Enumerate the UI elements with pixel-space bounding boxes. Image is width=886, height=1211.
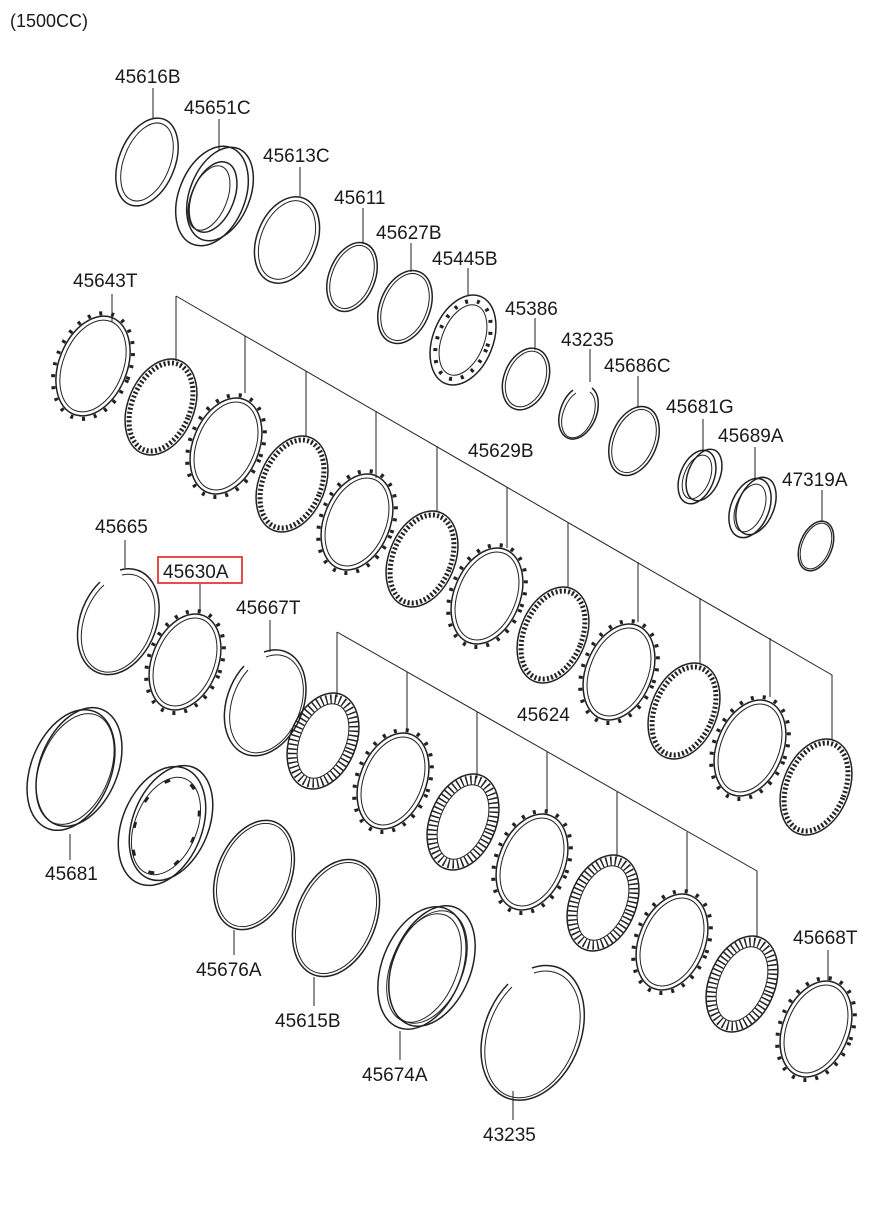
steel-plate xyxy=(352,728,434,834)
clutch-pack-45624 xyxy=(286,692,779,1033)
part-label-45615b[interactable]: 45615B xyxy=(275,1011,341,1032)
steel-plate xyxy=(446,543,528,649)
part-45616b-ring-group xyxy=(115,117,179,207)
part-45630a-plate-group xyxy=(144,609,226,715)
part-label-45613c[interactable]: 45613C xyxy=(263,146,330,167)
part-43235-bottom-snap-ring-group xyxy=(480,964,586,1101)
steel-plate xyxy=(316,469,398,575)
part-label-45668t[interactable]: 45668T xyxy=(793,928,858,949)
part-label-45616b[interactable]: 45616B xyxy=(115,67,181,88)
part-label-45665[interactable]: 45665 xyxy=(95,517,148,538)
steel-plate xyxy=(578,619,660,725)
part-label-45667t[interactable]: 45667T xyxy=(236,598,301,619)
part-label-45629b[interactable]: 45629B xyxy=(468,441,534,462)
part-47319a-ring-group xyxy=(797,520,835,572)
part-43235-top-ring-group xyxy=(558,387,600,440)
part-45686c-ring-group xyxy=(608,405,660,477)
part-label-45676a[interactable]: 45676A xyxy=(196,960,262,981)
friction-disc xyxy=(385,510,459,608)
part-label-45686c[interactable]: 45686C xyxy=(604,356,671,377)
engine-note: (1500CC) xyxy=(10,11,88,31)
part-45674a-drum-group xyxy=(377,905,476,1030)
friction-disc xyxy=(566,854,640,952)
friction-disc xyxy=(647,662,721,760)
part-45668t-plate-group xyxy=(775,976,857,1082)
friction-disc xyxy=(516,586,590,684)
part-label-47319a[interactable]: 47319A xyxy=(782,470,848,491)
part-45445b-plate-group xyxy=(429,294,497,386)
highlight-box-45630a xyxy=(157,556,243,584)
steel-plate xyxy=(709,695,791,801)
part-45615b-ring-group xyxy=(291,858,381,978)
part-45681-ring-group xyxy=(26,706,123,832)
friction-disc xyxy=(705,935,779,1033)
part-45643t-plate-group xyxy=(50,311,136,421)
part-label-45386[interactable]: 45386 xyxy=(505,299,558,320)
part-label-45681g[interactable]: 45681G xyxy=(666,397,734,418)
part-45386-ring-group xyxy=(501,347,551,411)
part-label-45611[interactable]: 45611 xyxy=(334,188,385,209)
part-label-45651c[interactable]: 45651C xyxy=(184,98,251,119)
clutch-hub-part xyxy=(117,764,214,887)
part-45613c-ring-group xyxy=(253,196,321,284)
part-45611-ring-group xyxy=(326,241,378,313)
friction-disc xyxy=(779,738,853,836)
part-label-45627b[interactable]: 45627B xyxy=(376,223,442,244)
part-label-45689a[interactable]: 45689A xyxy=(718,426,784,447)
part-label-43235-bottom[interactable]: 43235 xyxy=(483,1125,536,1146)
part-45689a-bushing-group xyxy=(728,476,777,539)
friction-disc xyxy=(124,358,198,456)
part-45676a-ring-group xyxy=(212,819,296,931)
part-label-45674a[interactable]: 45674A xyxy=(362,1065,428,1086)
part-45667t-snap-ring-group xyxy=(223,649,307,757)
steel-plate xyxy=(491,809,573,915)
part-label-45630a[interactable]: 45630A xyxy=(163,562,229,583)
friction-disc xyxy=(255,435,329,533)
steel-plate xyxy=(185,393,267,499)
part-label-43235-top[interactable]: 43235 xyxy=(561,330,614,351)
friction-disc xyxy=(426,773,500,871)
friction-disc xyxy=(286,692,360,790)
part-label-45643t[interactable]: 45643T xyxy=(73,271,138,292)
clutch-pack-45629b xyxy=(124,358,853,836)
part-45681g-bushing-group xyxy=(677,448,723,505)
part-45665-snap-ring-group xyxy=(76,568,160,676)
part-45627b-ring-group xyxy=(377,269,433,345)
part-label-45681[interactable]: 45681 xyxy=(45,864,98,885)
part-label-45624[interactable]: 45624 xyxy=(517,705,570,726)
steel-plate xyxy=(631,889,713,995)
part-45651c-retainer-group xyxy=(174,145,255,247)
part-label-45445b[interactable]: 45445B xyxy=(432,249,498,270)
